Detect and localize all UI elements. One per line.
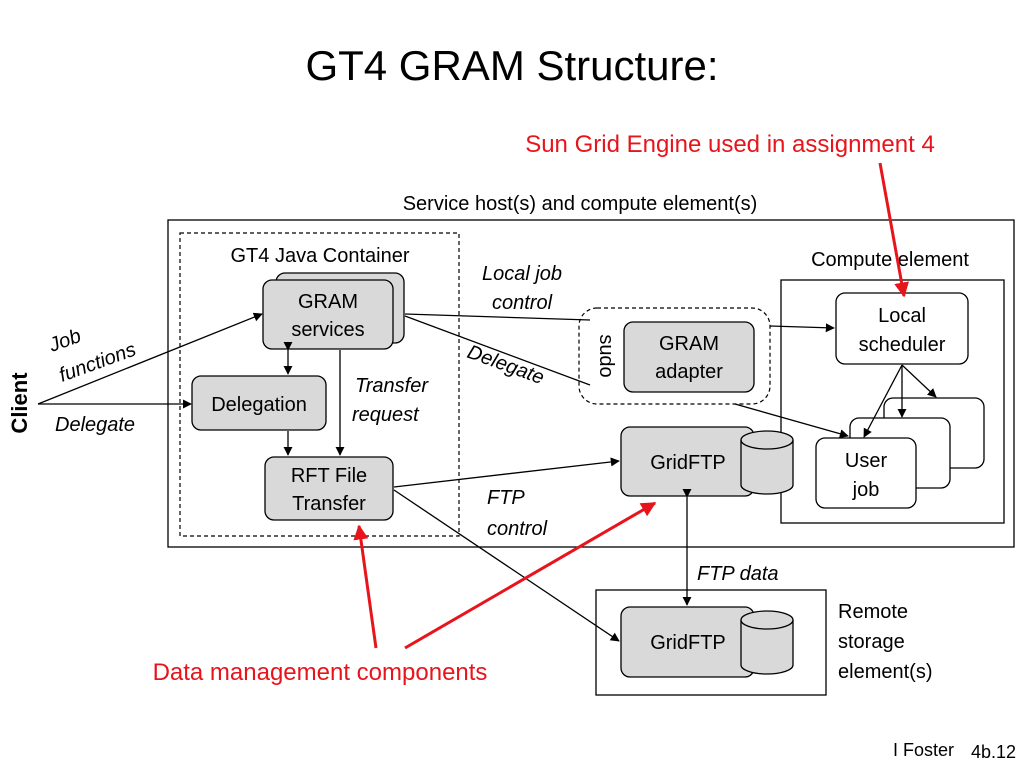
client-label: Client <box>7 372 32 434</box>
local-job-control-label-1: Local job <box>482 263 562 285</box>
scheduler-job-arrow-1 <box>863 364 903 438</box>
gram-adapter-box: GRAM adapter <box>623 321 755 393</box>
rft-label-1: RFT File <box>291 465 367 487</box>
data-mgmt-arrow-rft <box>353 524 378 649</box>
scheduler-job-arrow-3 <box>901 364 937 398</box>
sudo-box <box>578 307 771 405</box>
sge-annotation: Sun Grid Engine used in assignment 4 <box>525 131 935 158</box>
gridftp-top-box: GridFTP <box>620 426 755 497</box>
user-job-label-1: User <box>845 450 888 472</box>
local-job-control-line <box>404 313 591 321</box>
gridftp-bottom-label: GridFTP <box>650 632 726 654</box>
transfer-request-label-2: request <box>352 404 420 426</box>
footer-author: I Foster <box>893 740 954 760</box>
storage-cylinder-icon <box>740 610 794 675</box>
adapter-userjob-arrow <box>734 403 849 439</box>
remote-storage-label-3: element(s) <box>838 661 932 683</box>
delegate-label-mid: Delegate <box>464 341 547 389</box>
ftp-control-label-2: control <box>487 518 548 540</box>
gram-adapter-label-2: adapter <box>655 361 723 383</box>
delegate-line <box>404 315 591 386</box>
ftp-control-arrow <box>393 457 620 488</box>
gridftp-top-label: GridFTP <box>650 452 726 474</box>
local-scheduler-label-2: scheduler <box>859 334 946 356</box>
data-mgmt-arrow-gridftp <box>404 501 657 650</box>
compute-element-label: Compute element <box>811 249 969 271</box>
service-host-label: Service host(s) and compute element(s) <box>403 193 758 215</box>
sudo-label: sudo <box>595 334 617 377</box>
remote-storage-label-1: Remote <box>838 601 908 623</box>
rft-label-2: Transfer <box>292 493 366 515</box>
delegate-label-left: Delegate <box>55 414 135 436</box>
gt4-container-label: GT4 Java Container <box>231 245 410 267</box>
local-scheduler-box: Local scheduler <box>835 292 969 365</box>
gridftp-bottom-box: GridFTP <box>620 606 755 678</box>
job-functions-label-1: Job <box>45 325 84 357</box>
gram-adapter-label-1: GRAM <box>659 333 719 355</box>
compute-element-box <box>780 279 1005 524</box>
page-title: GT4 GRAM Structure: <box>305 42 718 89</box>
data-mgmt-annotation: Data management components <box>153 659 488 686</box>
transfer-request-label-1: Transfer <box>355 375 429 397</box>
ftp-control-label-1: FTP <box>487 487 525 509</box>
remote-storage-box <box>595 589 827 696</box>
delegation-label: Delegation <box>211 394 307 416</box>
local-job-control-label-2: control <box>492 292 553 314</box>
gt4-container-box <box>179 232 460 537</box>
remote-storage-label-2: storage <box>838 631 905 653</box>
adapter-scheduler-arrow <box>769 323 835 333</box>
service-host-box <box>167 219 1015 548</box>
rft-box: RFT File Transfer <box>264 456 394 521</box>
delegation-box: Delegation <box>191 375 327 431</box>
sge-annotation-arrow <box>878 162 909 298</box>
local-scheduler-label-1: Local <box>878 305 926 327</box>
rft-remote-arrow <box>393 489 620 642</box>
gram-services-label-1: GRAM <box>298 291 358 313</box>
job-functions-arrow <box>37 312 263 405</box>
user-job-box: User job <box>815 397 985 509</box>
gram-services-label-2: services <box>291 319 364 341</box>
storage-cylinder-icon <box>740 430 794 495</box>
user-job-label-2: job <box>852 479 880 501</box>
ftp-data-label: FTP data <box>697 563 779 585</box>
gram-services-box: GRAM services <box>262 272 405 350</box>
footer-slide-number: 4b.12 <box>971 742 1016 762</box>
